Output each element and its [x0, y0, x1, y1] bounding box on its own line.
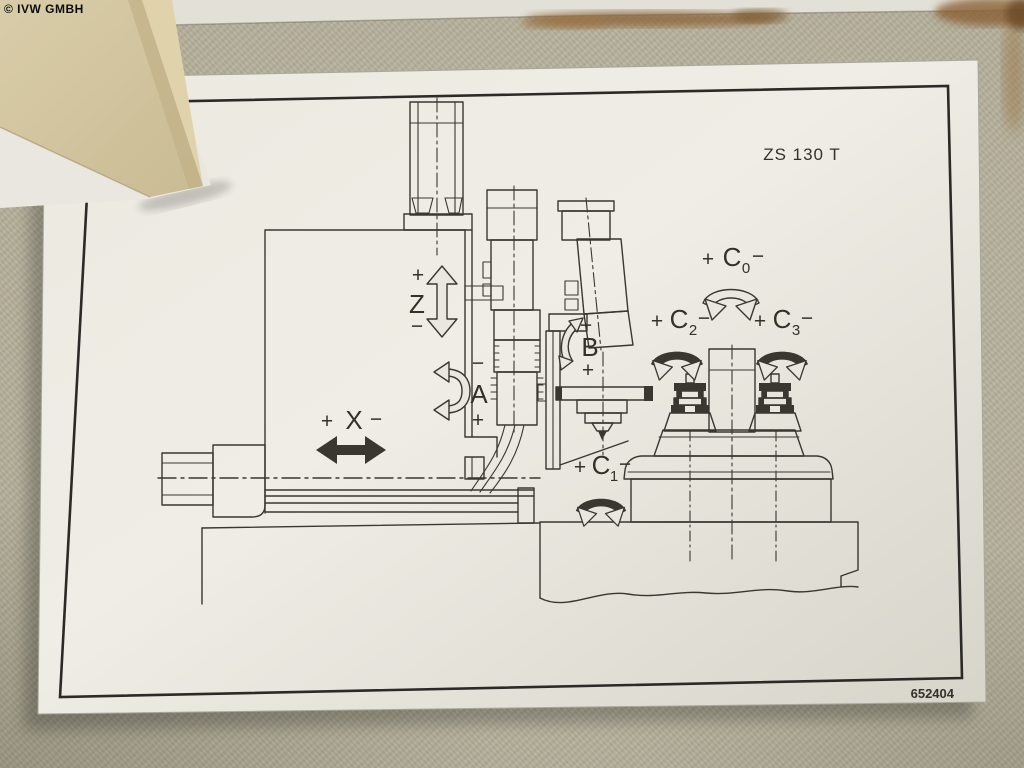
a-plus-label: +	[472, 409, 484, 432]
a-axis-label: A	[470, 379, 488, 409]
c3-rotation-icon	[755, 351, 809, 381]
c3-axis-annotation: + C 3 −	[754, 304, 813, 381]
rotary-table	[623, 344, 834, 566]
a-axis-rotation-icon	[433, 361, 471, 421]
z-plus-label: +	[412, 264, 424, 287]
c1-axis-label: C	[592, 450, 611, 480]
c0-axis-sub: 0	[742, 260, 750, 277]
b-plus-label: +	[582, 359, 594, 382]
c1-axis-annotation: + C 1 −	[574, 450, 631, 527]
tailstock	[161, 444, 266, 518]
c2-minus-label: −	[698, 307, 710, 330]
base-slab	[539, 521, 859, 604]
c3-plus-label: +	[754, 310, 766, 333]
collet-fixture-left	[663, 373, 717, 432]
a-minus-label: −	[472, 352, 484, 375]
b-minus-label: −	[580, 314, 592, 337]
rust-stains	[521, 0, 1024, 133]
z-axis-label: Z	[409, 289, 425, 319]
watermark: © IVW GMBH	[4, 2, 84, 16]
c2-plus-label: +	[651, 310, 663, 333]
c3-minus-label: −	[801, 307, 813, 330]
b-axis-annotation: − B +	[558, 314, 599, 382]
x-axis-label: X	[345, 405, 362, 435]
z-axis-annotation: + Z −	[409, 264, 458, 338]
model-label: ZS 130 T	[763, 145, 841, 164]
c0-rotation-icon	[702, 288, 760, 321]
x-axis-annotation: + X −	[316, 405, 386, 464]
spindle-motor	[403, 97, 473, 256]
c0-minus-label: −	[752, 245, 764, 268]
axis-annotations: + Z − + X − − A +	[316, 242, 813, 527]
folder-and-paper	[0, 0, 232, 211]
c0-axis-annotation: + C 0 −	[702, 242, 764, 321]
x-minus-label: −	[370, 408, 382, 431]
c2-axis-annotation: + C 2 −	[650, 304, 710, 381]
c0-plus-label: +	[702, 248, 714, 271]
c1-axis-sub: 1	[610, 468, 618, 485]
x-plus-label: +	[321, 410, 333, 433]
axis-diagram-plate	[37, 59, 987, 715]
z-axis-arrow-icon	[426, 265, 458, 338]
bed-rails	[157, 477, 541, 605]
c3-axis-label: C	[773, 304, 792, 334]
c3-axis-sub: 3	[792, 322, 800, 339]
machine-column	[264, 229, 498, 514]
c1-rotation-icon	[575, 498, 627, 527]
b-axis-rotation-icon	[558, 317, 584, 371]
plate-inner-border	[58, 84, 964, 699]
c0-axis-label: C	[723, 242, 742, 272]
c2-rotation-icon	[650, 351, 704, 381]
z-minus-label: −	[411, 315, 423, 338]
machine-drawing	[157, 97, 859, 605]
b-axis-label: B	[581, 332, 598, 362]
c1-minus-label: −	[619, 453, 631, 476]
c2-axis-label: C	[670, 304, 689, 334]
b-axis-head	[537, 197, 653, 470]
c2-axis-sub: 2	[689, 322, 697, 339]
collet-fixture-right	[748, 373, 802, 432]
c1-plus-label: +	[574, 456, 586, 479]
x-axis-arrow-icon	[316, 436, 386, 464]
doc-number: 652404	[911, 686, 955, 701]
a-axis-head	[464, 185, 544, 494]
a-axis-annotation: − A +	[433, 352, 488, 432]
